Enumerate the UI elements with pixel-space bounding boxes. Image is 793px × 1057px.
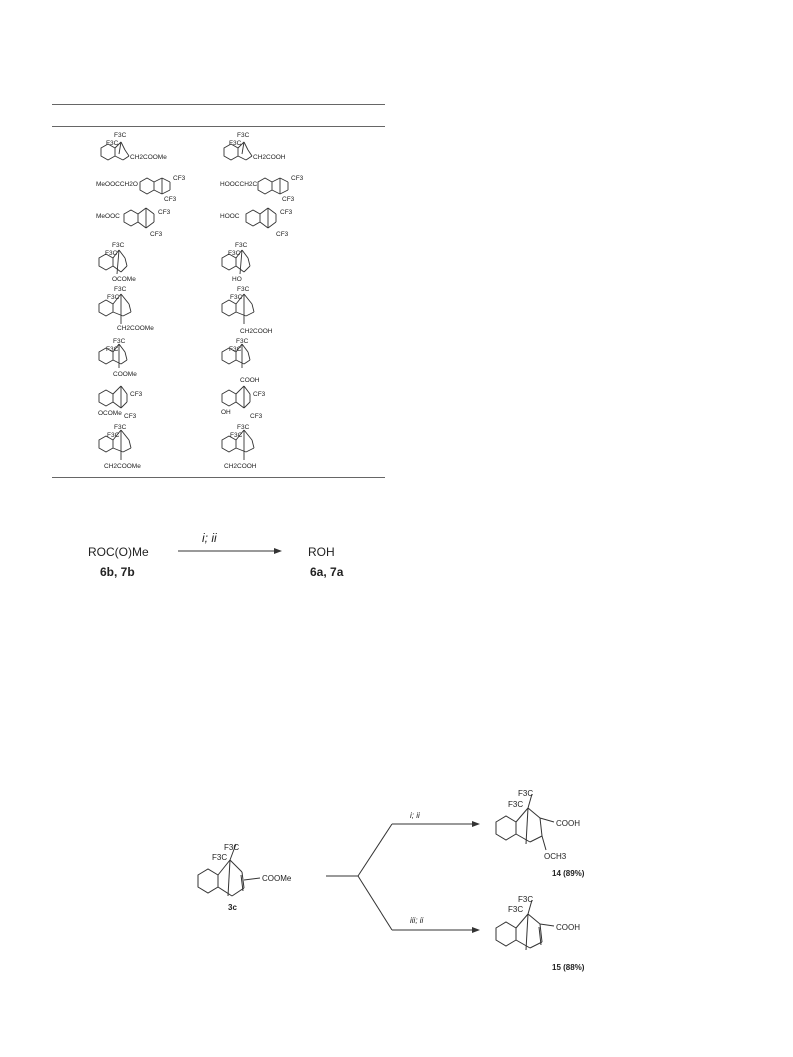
row4-right-sub2: F3C — [228, 250, 241, 257]
row4-right-group: HO — [232, 276, 242, 283]
scheme-2: F3C F3C COOMe 3c i; ii iii; ii F3C F3C C… — [197, 789, 585, 972]
row1-left-group: CH2COOMe — [130, 154, 167, 161]
branch-arrows — [326, 823, 474, 931]
row3-right-sub2: CF3 — [276, 231, 289, 238]
row8-left-structure — [98, 429, 132, 460]
row2-right-prefix: HOOCCH2C — [220, 181, 258, 188]
scheme1-reactant: ROC(O)Me — [88, 545, 149, 559]
row7-left-sub1: CF3 — [130, 391, 143, 398]
product15-structure — [495, 899, 555, 951]
product15-label: 15 (88%) — [552, 963, 585, 972]
row1-right-structure — [223, 141, 253, 161]
row7-left-sub2: CF3 — [124, 413, 137, 420]
row2-right-structure — [257, 177, 289, 195]
row2-right-sub2: CF3 — [282, 196, 295, 203]
row1-right-sub2: F3C — [229, 140, 242, 147]
row2-left-prefix: MeOOCCH2O — [96, 181, 138, 188]
row5-right-structure — [221, 293, 255, 324]
row4-left-structure — [98, 249, 128, 275]
row6-left-structure — [98, 343, 128, 368]
product15-sub2: F3C — [508, 905, 523, 914]
table-header-rule — [52, 126, 385, 127]
row5-left-sub2: F3C — [107, 294, 120, 301]
product14-sub2: F3C — [508, 800, 523, 809]
row4-right-structure — [221, 249, 251, 275]
row5-left-sub1: F3C — [114, 286, 127, 293]
row3-left-structure — [123, 207, 155, 229]
row6-right-group: COOH — [240, 377, 260, 384]
row2-left-sub1: CF3 — [173, 175, 186, 182]
product14-structure — [495, 793, 555, 851]
scheme1-product: ROH — [308, 545, 335, 559]
table-top-rule — [52, 104, 385, 105]
row5-left-group: CH2COOMe — [117, 325, 154, 332]
start-group: COOMe — [262, 874, 292, 883]
row7-right-sub2: CF3 — [250, 413, 263, 420]
row1-left-sub1: F3C — [114, 132, 127, 139]
row7-right-group: OH — [221, 409, 231, 416]
scheme1-product-label: 6a, 7a — [310, 565, 344, 579]
row6-left-sub2: F3C — [106, 346, 119, 353]
row8-left-sub1: F3C — [114, 424, 127, 431]
table-structures: F3C F3C CH2COOMe F3C F3C CH2COOH MeOOCCH… — [96, 132, 304, 470]
scheme-1: ROC(O)Me 6b, 7b i; ii ROH 6a, 7a — [88, 531, 344, 579]
row8-right-sub2: F3C — [230, 432, 243, 439]
upper-conditions: i; ii — [410, 811, 420, 820]
lower-conditions: iii; ii — [410, 916, 424, 925]
product14-label: 14 (89%) — [552, 869, 585, 878]
row2-right-sub1: CF3 — [291, 175, 304, 182]
row5-left-structure — [98, 293, 132, 324]
row1-left-structure — [100, 141, 130, 161]
upper-arrowhead — [472, 821, 480, 827]
row5-right-sub2: F3C — [230, 294, 243, 301]
row3-right-structure — [245, 207, 277, 229]
scheme1-reactant-label: 6b, 7b — [100, 565, 135, 579]
product14-sub1: F3C — [518, 789, 533, 798]
row1-left-sub2: F3C — [106, 140, 119, 147]
product15-group: COOH — [556, 923, 580, 932]
table-bottom-rule — [52, 477, 385, 478]
row2-left-structure — [139, 177, 171, 195]
row8-left-group: CH2COOMe — [104, 463, 141, 470]
row8-left-sub2: F3C — [107, 432, 120, 439]
row3-right-sub1: CF3 — [280, 209, 293, 216]
lower-arrowhead — [472, 927, 480, 933]
product14-group1: COOH — [556, 819, 580, 828]
start-structure — [197, 843, 261, 897]
product15-sub1: F3C — [518, 895, 533, 904]
start-label: 3c — [228, 903, 237, 912]
row4-left-sub1: F3C — [112, 242, 125, 249]
row7-right-sub1: CF3 — [253, 391, 266, 398]
row6-left-sub1: F3C — [113, 338, 126, 345]
start-sub2: F3C — [212, 853, 227, 862]
row3-left-prefix: MeOOC — [96, 213, 120, 220]
row3-right-prefix: HOOC — [220, 213, 240, 220]
scheme1-arrowhead — [274, 548, 282, 554]
row8-right-group: CH2COOH — [224, 463, 257, 470]
row1-right-sub1: F3C — [237, 132, 250, 139]
row4-left-group: OCOMe — [112, 276, 136, 283]
row6-right-sub2: F3C — [229, 346, 242, 353]
row6-right-structure — [221, 343, 251, 368]
row8-right-sub1: F3C — [237, 424, 250, 431]
scheme1-conditions: i; ii — [202, 531, 217, 545]
row6-right-sub1: F3C — [236, 338, 249, 345]
row6-left-group: COOMe — [113, 371, 137, 378]
row7-left-structure — [98, 385, 128, 409]
row3-left-sub2: CF3 — [150, 231, 163, 238]
row5-right-group: CH2COOH — [240, 328, 273, 335]
row7-right-structure — [221, 385, 251, 409]
product14-group2: OCH3 — [544, 852, 567, 861]
row1-right-group: CH2COOH — [253, 154, 286, 161]
start-sub1: F3C — [224, 843, 239, 852]
row4-left-sub2: F3C — [105, 250, 118, 257]
row8-right-structure — [221, 429, 255, 460]
row7-left-group: OCOMe — [98, 410, 122, 417]
row2-left-sub2: CF3 — [164, 196, 177, 203]
row4-right-sub1: F3C — [235, 242, 248, 249]
row5-right-sub1: F3C — [237, 286, 250, 293]
row3-left-sub1: CF3 — [158, 209, 171, 216]
